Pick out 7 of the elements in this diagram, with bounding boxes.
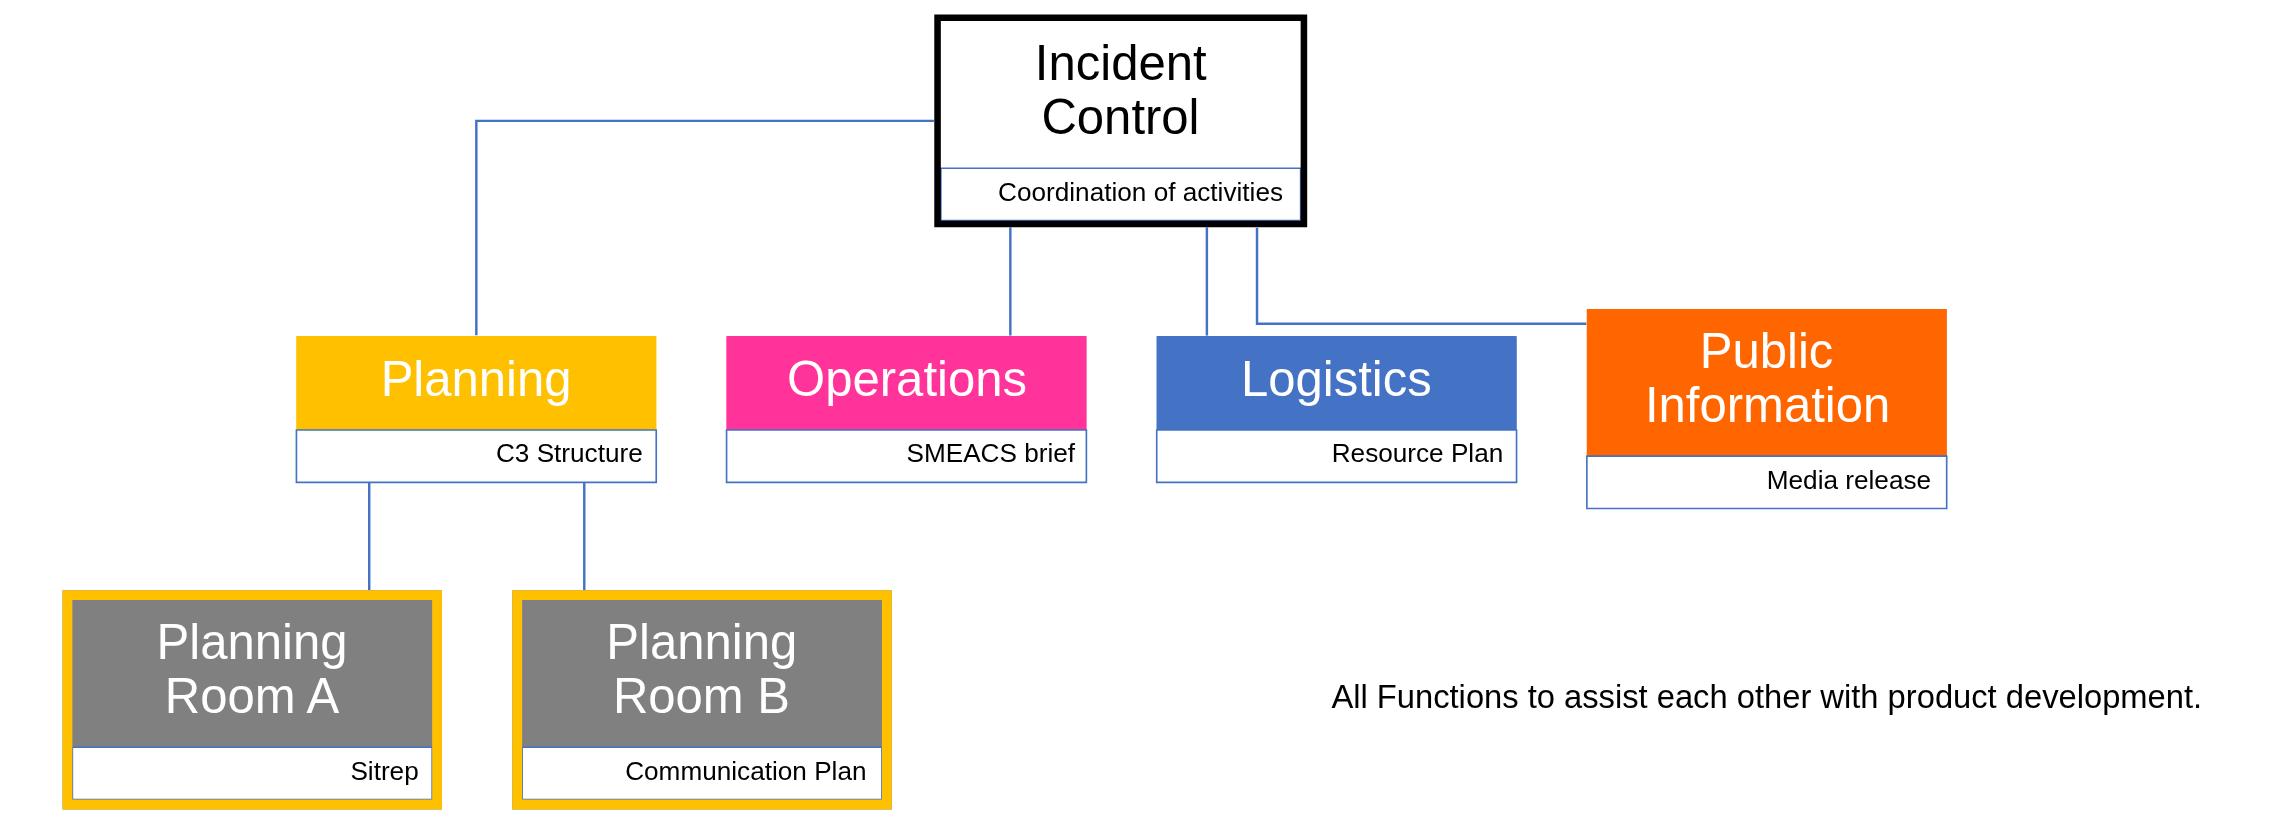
connector [582,482,585,591]
connector [367,482,370,591]
connector [1205,227,1208,336]
connector [1008,227,1012,336]
label: All Functions to assist each other with product development. [1330,678,2202,716]
connector [474,119,934,336]
connector [1255,227,1586,325]
